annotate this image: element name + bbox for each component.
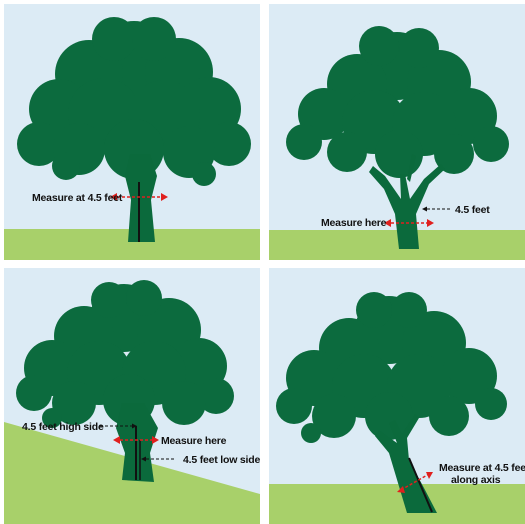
measure-label: Measure at 4.5 feet bbox=[32, 192, 123, 204]
low-side-label: 4.5 feet low side bbox=[183, 454, 260, 466]
measure-label-line1: Measure at 4.5 feet bbox=[439, 462, 525, 474]
trunk bbox=[369, 154, 445, 249]
tree bbox=[276, 292, 507, 513]
tree bbox=[16, 280, 234, 482]
height-pointer bbox=[422, 206, 452, 212]
panel-forked-trunk: 4.5 feet Measure here bbox=[269, 4, 525, 260]
panel-slope: 4.5 feet high side Measure here 4.5 feet… bbox=[4, 268, 260, 524]
measure-arrow bbox=[397, 472, 433, 493]
low-side-pointer bbox=[141, 456, 174, 462]
height-label: 4.5 feet bbox=[455, 204, 490, 216]
measure-label: Measure here bbox=[321, 217, 387, 229]
panel-flat-ground-illustration: Measure at 4.5 feet bbox=[4, 4, 260, 260]
measure-label-line2: along axis bbox=[451, 474, 501, 486]
panel-flat-ground: Measure at 4.5 feet bbox=[4, 4, 260, 260]
trunk bbox=[125, 154, 157, 242]
panel-leaning-tree-illustration: Measure at 4.5 feet along axis bbox=[269, 268, 525, 524]
ground bbox=[269, 230, 525, 260]
measure-label: Measure here bbox=[161, 435, 227, 447]
tree bbox=[17, 17, 251, 242]
canopy bbox=[17, 17, 251, 186]
measure-arrow bbox=[384, 219, 434, 227]
canopy bbox=[276, 292, 507, 443]
measure-arrow bbox=[110, 193, 168, 201]
panel-slope-illustration: 4.5 feet high side Measure here 4.5 feet… bbox=[4, 268, 260, 524]
measure-arrow bbox=[113, 436, 159, 444]
tree bbox=[286, 26, 509, 249]
panel-leaning-tree: Measure at 4.5 feet along axis bbox=[269, 268, 525, 524]
panel-forked-trunk-illustration: 4.5 feet Measure here bbox=[269, 4, 525, 260]
axis-marker bbox=[408, 457, 433, 513]
ground bbox=[269, 484, 525, 524]
high-side-pointer bbox=[100, 423, 137, 429]
high-side-label: 4.5 feet high side bbox=[22, 421, 104, 433]
